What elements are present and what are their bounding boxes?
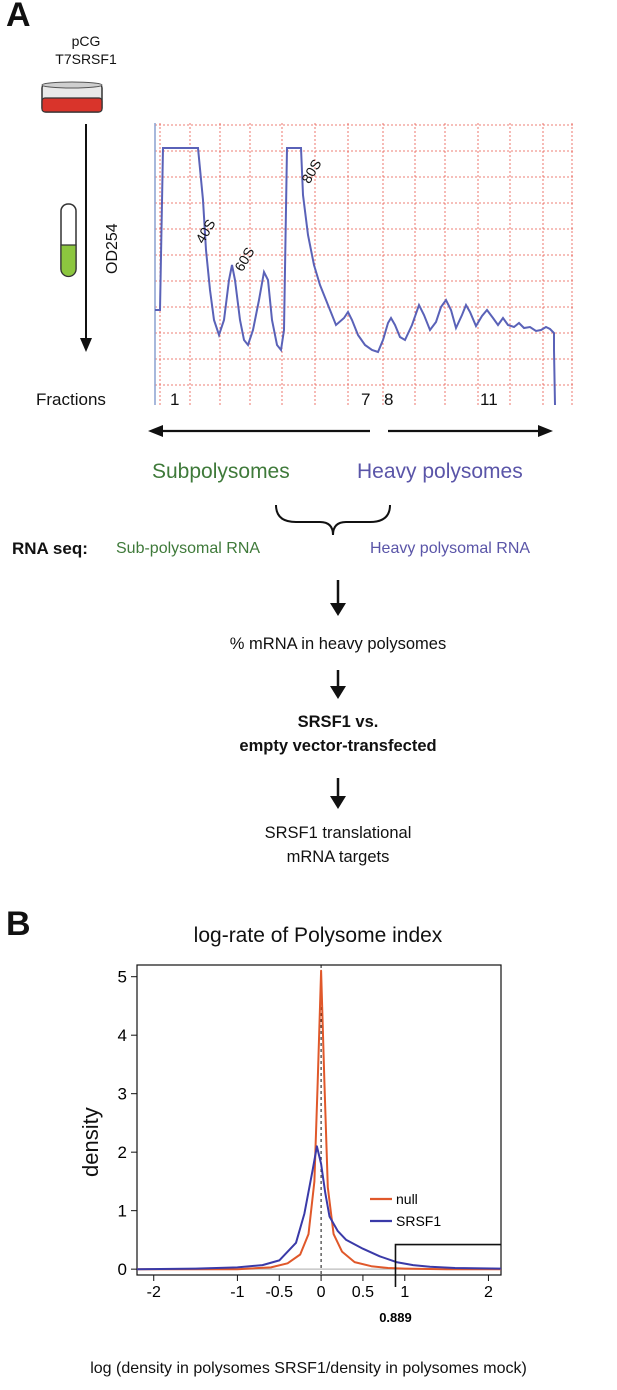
legend: null SRSF1 <box>370 1191 441 1229</box>
process-arrow-head <box>80 338 92 352</box>
legend-srsf1-label: SRSF1 <box>396 1213 441 1229</box>
petri-dish-icon <box>41 81 103 113</box>
x-tick-label: 0.5 <box>352 1284 374 1301</box>
plasmid-label-line2: T7SRSF1 <box>55 51 117 67</box>
rna-seq-label: RNA seq: <box>12 539 88 558</box>
panel-b-letter: B <box>6 905 31 943</box>
od254-axis-label: OD254 <box>104 223 121 274</box>
step-targets-line2: mRNA targets <box>286 848 390 866</box>
panel-a-letter: A <box>6 0 31 34</box>
subpolysomes-label: Subpolysomes <box>152 460 290 483</box>
legend-null-label: null <box>396 1191 418 1207</box>
x-axis-label: log (density in polysomes SRSF1/density … <box>90 1360 527 1377</box>
y-tick-label: 0 <box>118 1260 127 1279</box>
x-tick-label: 1 <box>400 1284 409 1301</box>
x-tick-label: -0.5 <box>265 1284 293 1301</box>
merge-brace <box>275 504 391 536</box>
flow-arrow-2 <box>330 670 346 699</box>
plasmid-label-line1: pCG <box>71 33 101 49</box>
y-tick-label: 3 <box>118 1085 127 1104</box>
y-tick-label: 1 <box>118 1202 127 1221</box>
step-targets-line1: SRSF1 translational <box>264 824 412 842</box>
step-mrna-heavy-polysomes: % mRNA in heavy polysomes <box>229 635 447 653</box>
series-srsf1-line <box>136 1145 502 1271</box>
y-tick-label: 4 <box>118 1026 127 1045</box>
heavy-polysomal-rna-label: Heavy polysomal RNA <box>370 540 531 557</box>
fraction-number-11: 11 <box>480 390 498 409</box>
heavy-polysome-arrow <box>388 425 553 437</box>
series-null-line <box>137 969 501 1271</box>
threshold-value-label: 0.889 <box>379 1310 412 1325</box>
chart-title: log-rate of Polysome index <box>193 924 443 947</box>
panel-a-graphics <box>41 81 573 809</box>
od254-trace <box>155 147 556 406</box>
subpolysome-arrow <box>148 425 370 437</box>
step-comparison-line2: empty vector-transfected <box>239 737 437 755</box>
fraction-number-7: 7 <box>361 390 371 409</box>
x-tick-label: 0 <box>317 1284 326 1301</box>
tube-icon <box>60 203 77 278</box>
density-series <box>136 969 502 1271</box>
flow-arrow-3 <box>330 778 346 809</box>
x-tick-label: -1 <box>230 1284 244 1301</box>
polysome-profile-plot <box>154 123 573 406</box>
y-tick-label: 5 <box>118 968 127 987</box>
density-chart: -2 -1 -0.5 0 0.5 1 2 0 1 2 3 4 5 0.889 null SRSF1 <box>118 964 502 1325</box>
threshold-line <box>394 1243 501 1287</box>
axis-ticks: -2 -1 -0.5 0 0.5 1 2 0 1 2 3 4 5 <box>118 968 493 1301</box>
fraction-number-1: 1 <box>170 390 180 409</box>
x-tick-label: 2 <box>484 1284 493 1301</box>
fractions-label: Fractions <box>36 390 106 409</box>
step-comparison-line1: SRSF1 vs. <box>297 713 379 731</box>
sub-polysomal-rna-label: Sub-polysomal RNA <box>116 540 261 557</box>
fraction-number-8: 8 <box>384 390 394 409</box>
y-tick-label: 2 <box>118 1143 127 1162</box>
heavy-polysomes-label: Heavy polysomes <box>357 460 523 483</box>
flow-arrow-1 <box>330 580 346 616</box>
threshold-box <box>394 1243 501 1287</box>
x-tick-label: -2 <box>147 1284 161 1301</box>
